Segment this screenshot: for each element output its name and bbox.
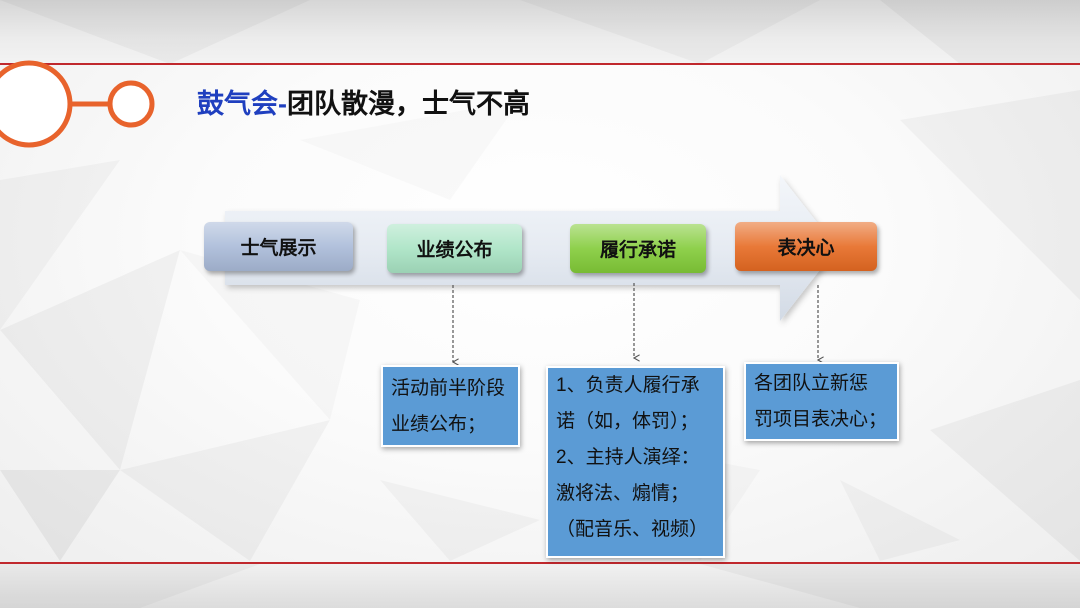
note-box-commitment: 1、负责人履行承 诺（如，体罚）； 2、主持人演绎： 激将法、煽情； （配音乐、… — [546, 366, 725, 558]
texture-shard — [0, 250, 180, 470]
content-panel — [0, 65, 1080, 563]
step-results-announcement[interactable]: 业绩公布 — [387, 224, 522, 273]
texture-shard — [880, 0, 1080, 64]
texture-shard — [930, 380, 1080, 561]
note-line: 各团队立新惩 — [754, 373, 869, 394]
step-label: 士气展示 — [240, 238, 317, 259]
footer-band — [0, 564, 1080, 608]
slide-title: 鼓气会-团队散漫，士气不高 — [197, 88, 530, 120]
step-label: 业绩公布 — [416, 240, 493, 261]
note-line: 1、负责人履行承 — [556, 375, 700, 396]
bottom-rule — [0, 562, 1080, 564]
title-highlight: 鼓气会- — [197, 89, 287, 119]
title-rest: 团队散漫，士气不高 — [287, 89, 530, 119]
top-rule — [0, 63, 1080, 65]
note-box-results: 活动前半阶段 业绩公布； — [381, 365, 520, 447]
note-line: 2、主持人演绎： — [556, 447, 700, 468]
note-line: 活动前半阶段 — [391, 378, 506, 399]
note-line: 业绩公布； — [391, 414, 487, 435]
note-line: 诺（如，体罚）； — [556, 411, 699, 432]
process-arrow — [225, 175, 837, 321]
step-morale-display[interactable]: 士气展示 — [204, 222, 353, 271]
step-fulfill-commitment[interactable]: 履行承诺 — [570, 224, 706, 273]
step-label: 履行承诺 — [599, 240, 676, 261]
texture-shard — [0, 470, 120, 561]
step-label: 表决心 — [777, 238, 835, 259]
note-line: 激将法、煽情； — [556, 483, 690, 504]
note-line: （配音乐、视频） — [556, 519, 709, 540]
step-pledge-resolve[interactable]: 表决心 — [735, 222, 877, 271]
note-line: 罚项目表决心； — [754, 409, 888, 430]
small-ring-icon — [107, 80, 155, 128]
note-box-resolve: 各团队立新惩 罚项目表决心； — [744, 362, 899, 441]
header-band — [0, 0, 1080, 64]
